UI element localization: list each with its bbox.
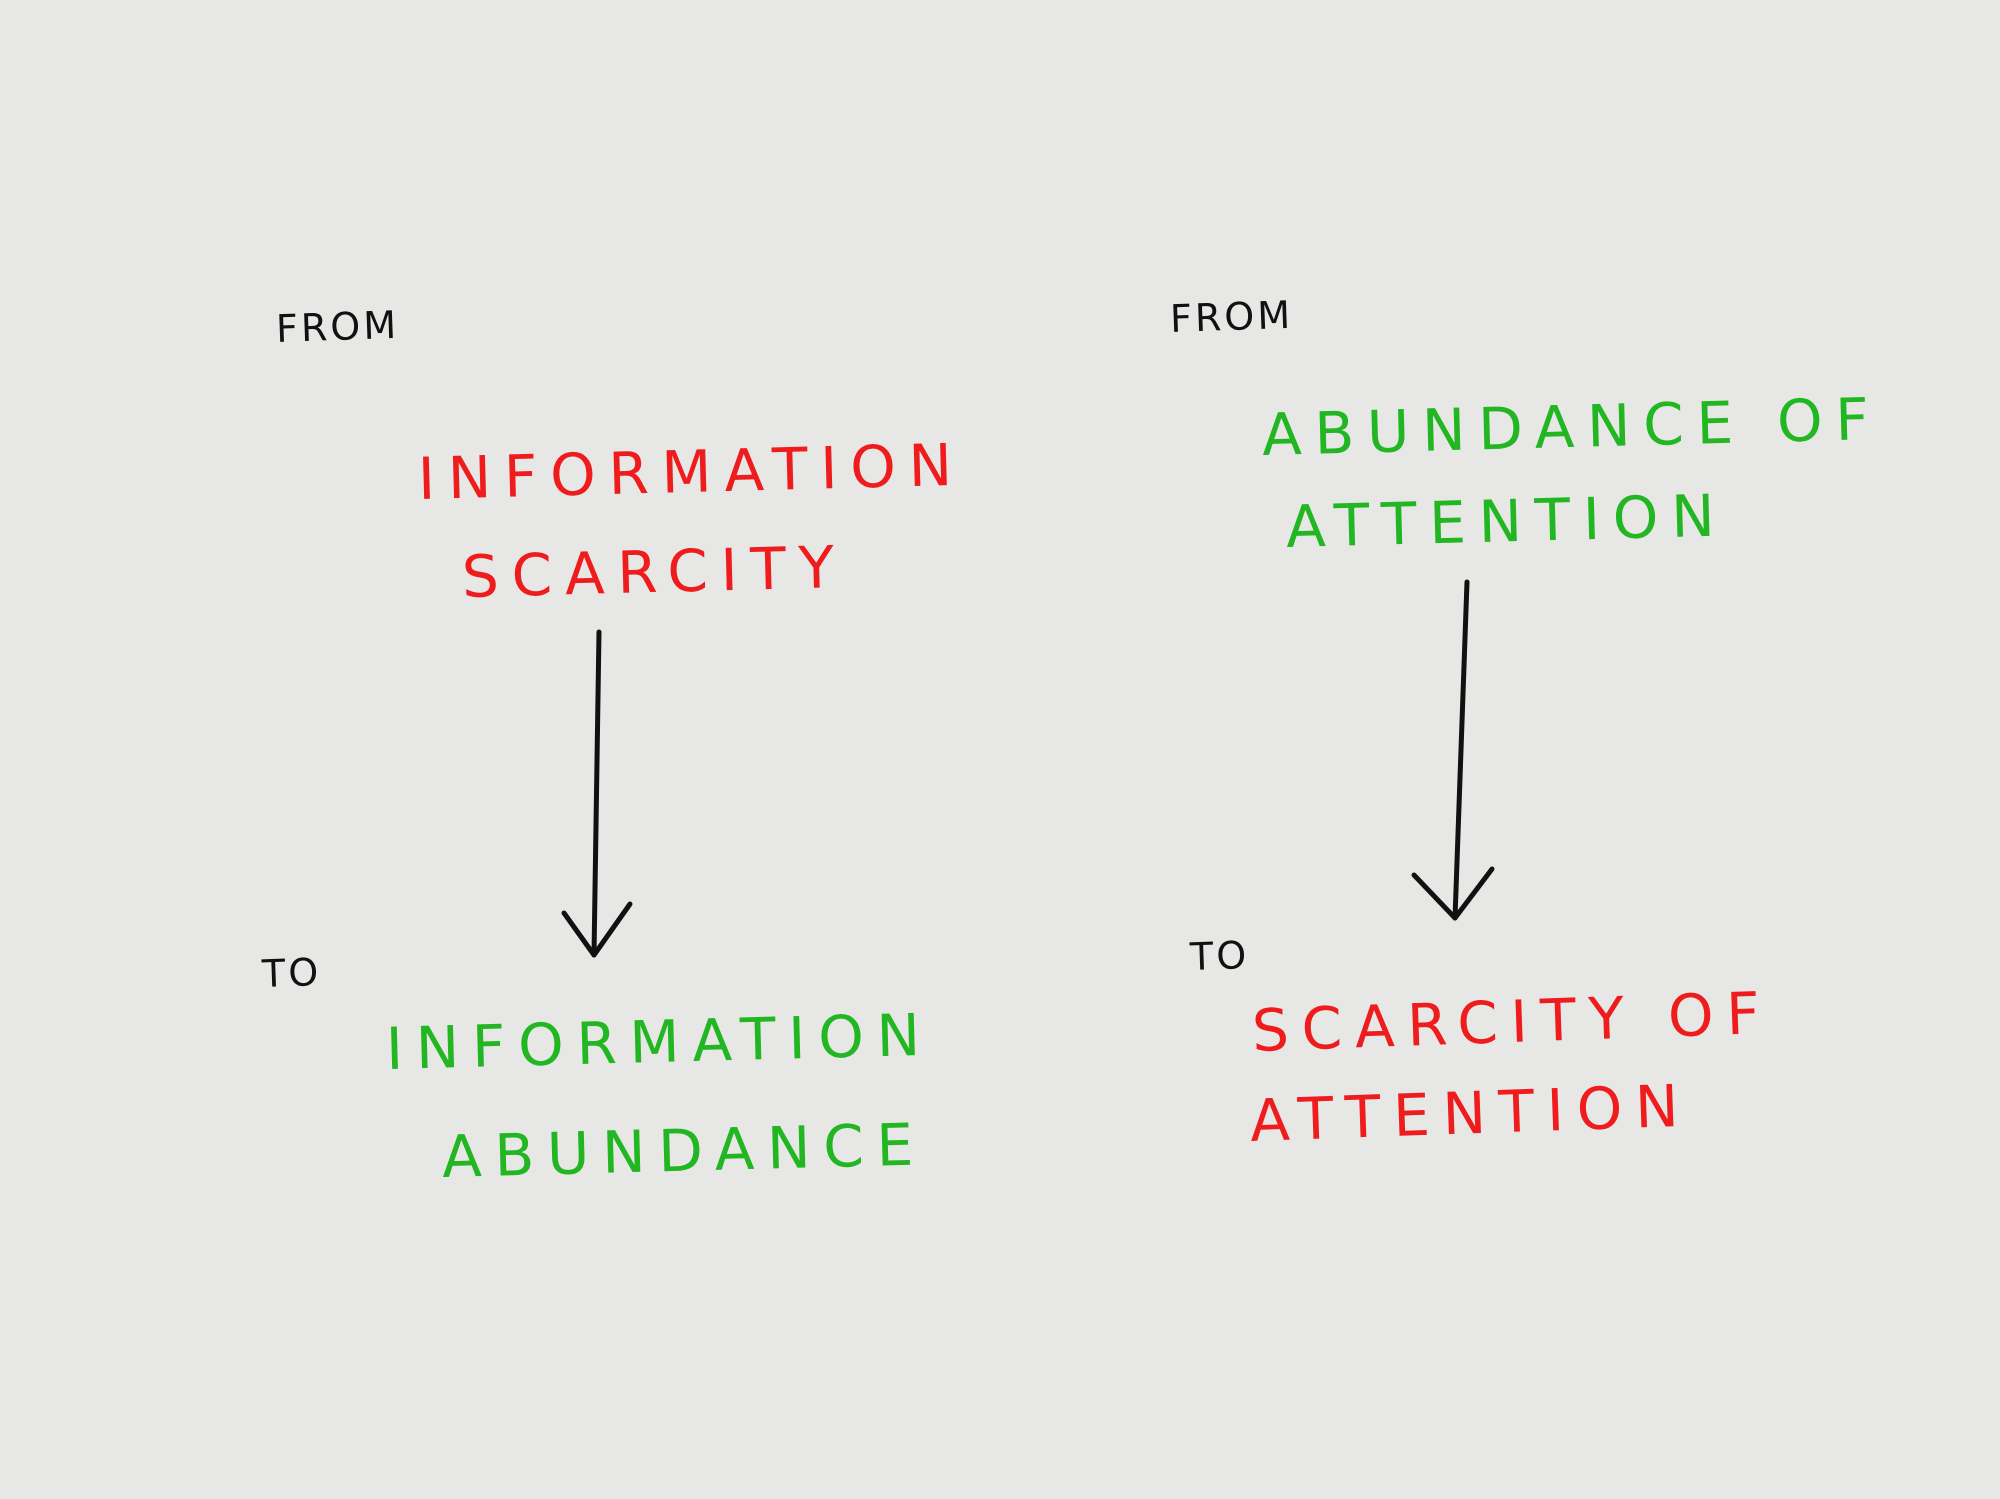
- left-down-arrow: [561, 629, 633, 958]
- right-down-arrow: [1411, 579, 1495, 921]
- left-arrow-shaft: [591, 629, 602, 958]
- left-arrow-head: [561, 901, 633, 958]
- right-arrow-head: [1411, 866, 1495, 921]
- right-arrow-shaft: [1452, 579, 1470, 921]
